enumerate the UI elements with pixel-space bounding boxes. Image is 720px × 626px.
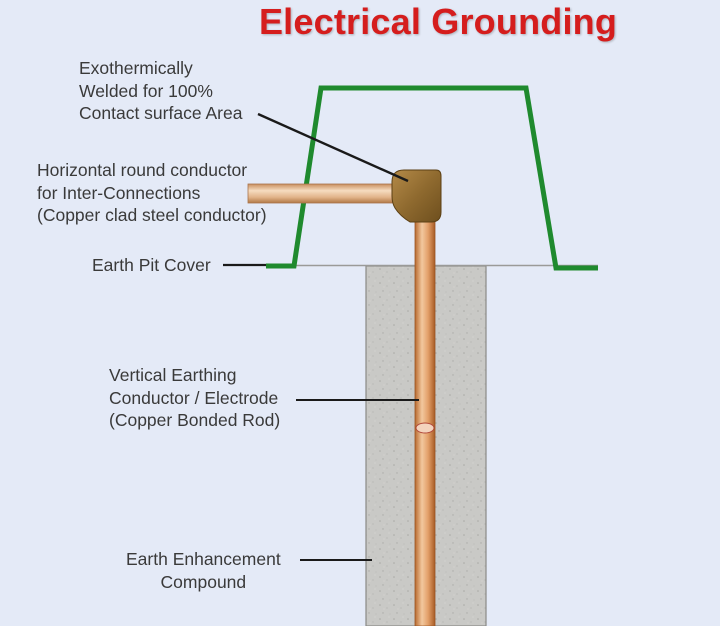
horizontal-line-2: for Inter-Connections (37, 182, 201, 203)
exothermic-weld-joint (391, 169, 442, 223)
earth-pit-cover (266, 85, 598, 271)
compound-line-1: Earth Enhancement (126, 549, 281, 569)
compound-label: Earth Enhancement Compound (126, 548, 281, 593)
horizontal-conductor (247, 183, 399, 204)
vertical-line-1: Vertical Earthing (109, 365, 237, 385)
diagram-title: Electrical Grounding (258, 1, 618, 42)
exothermic-line-2: Welded for 100% (79, 80, 213, 101)
horizontal-line-3: (Copper clad steel conductor) (37, 205, 267, 225)
rod-coupling (415, 422, 435, 434)
vertical-electrode-label: Vertical Earthing Conductor / Electrode … (109, 364, 280, 432)
horizontal-line-1: Horizontal round conductor (37, 160, 248, 180)
vertical-line-3: (Copper Bonded Rod) (109, 410, 281, 430)
earth-pit-cover-label: Earth Pit Cover (92, 254, 211, 277)
vertical-copper-rod (414, 211, 436, 626)
pit-cover-line-1: Earth Pit Cover (92, 255, 211, 275)
compound-line-2: Compound (160, 571, 247, 592)
exothermic-line-1: Exothermically (79, 58, 193, 78)
exothermic-weld-label: Exothermically Welded for 100% Contact s… (79, 57, 242, 125)
exothermic-line-3: Contact surface Area (79, 103, 243, 123)
vertical-line-2: Conductor / Electrode (109, 387, 279, 408)
exothermic-leader (257, 112, 409, 183)
horizontal-conductor-label: Horizontal round conductor for Inter-Con… (37, 159, 267, 227)
